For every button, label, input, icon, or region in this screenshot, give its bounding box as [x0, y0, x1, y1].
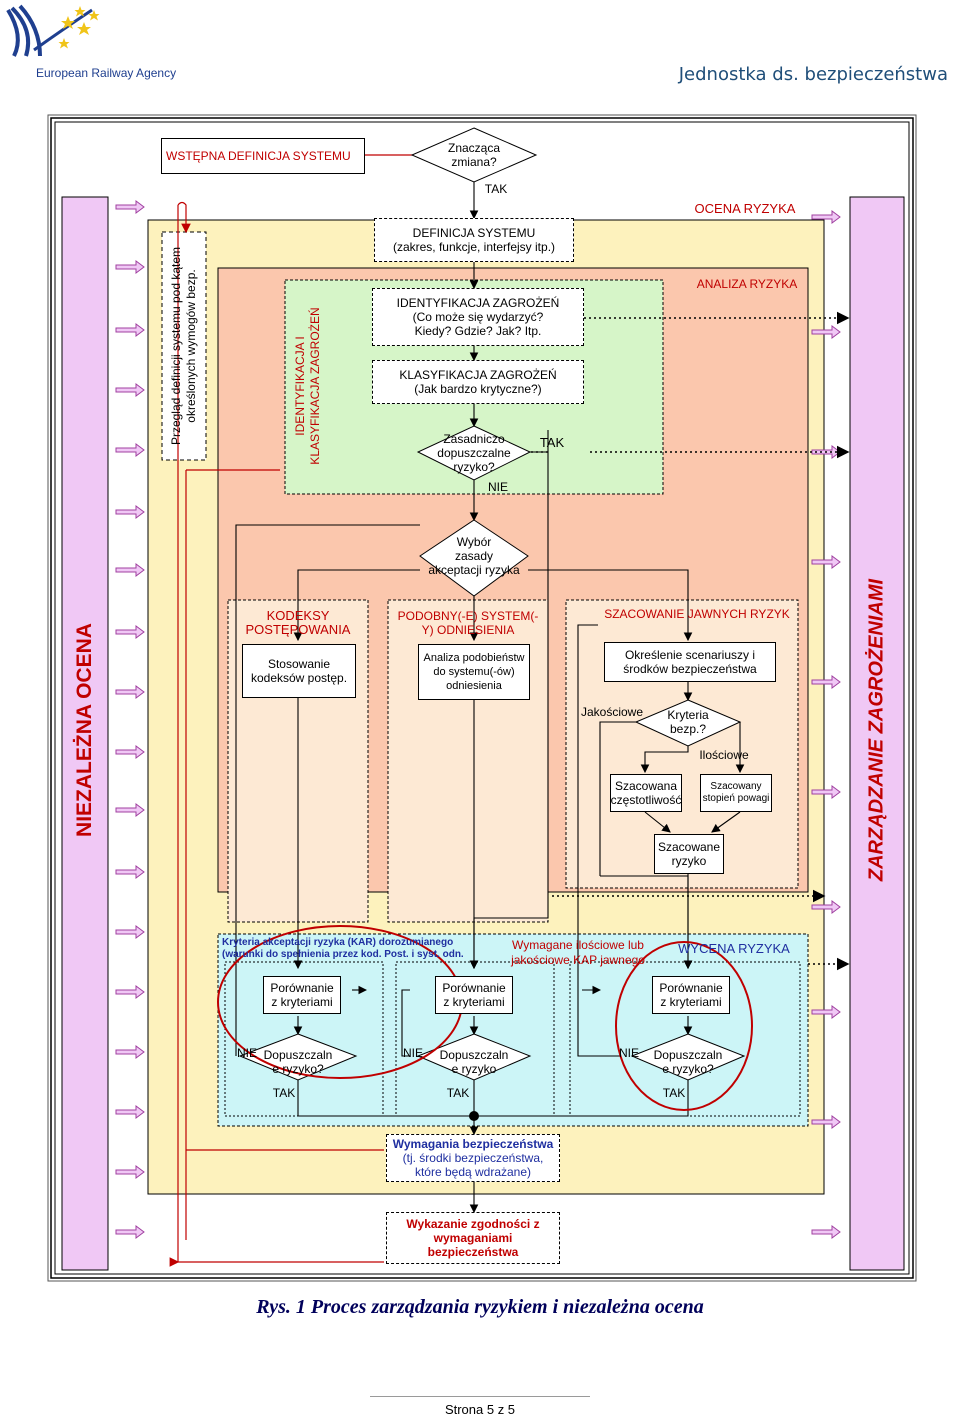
- page-footer: Strona 5 z 5: [444, 1402, 516, 1417]
- significant-change-diamond: [410, 127, 538, 183]
- risk-evaluation-label: WYCENA RYZYKA: [678, 941, 790, 956]
- comparison-box-2: Porównanie z kryteriami: [435, 976, 513, 1014]
- reference-box: Analiza podobieństw do systemu(-ów) odni…: [418, 644, 530, 700]
- hazard-id-vertical: IDENTYFIKACJA I KLASYFIKACJA ZAGROŻEŃ: [293, 307, 322, 465]
- figure-caption: Rys. 1 Proces zarządzania ryzykiem i nie…: [256, 1296, 704, 1318]
- principle-choice-label: Wybór zasady akceptacji ryzyka: [428, 535, 520, 577]
- compliance-box: Wykazanie zgodności z wymaganiami bezpie…: [386, 1212, 560, 1264]
- hazard-identification-title: IDENTYFIKACJA ZAGROŻEŃ: [396, 296, 560, 310]
- acceptable-label-1: Dopuszczaln e ryzyko?: [263, 1048, 333, 1076]
- independent-assessment-pillar: [61, 196, 109, 1271]
- footer-rule: [370, 1396, 590, 1397]
- org-name: European Railway Agency: [36, 66, 177, 80]
- hazard-identification-detail: (Co może się wydarzyć? Kiedy? Gdzie? Jak…: [412, 310, 544, 338]
- quantitative-label: Ilościowe: [699, 748, 749, 762]
- independent-assessment-label: NIEZALEŻNA OCENA: [73, 623, 96, 837]
- significant-change-label: Znacząca zmiana?: [447, 141, 501, 169]
- review-text: Przegląd definicji systemu pod kątem okr…: [169, 246, 198, 446]
- hazard-management-label: ZARZĄDZANIE ZAGROŻENIAMI: [865, 578, 888, 882]
- page-label: Jednostka ds. bezpieczeństwa: [678, 64, 948, 85]
- review-box: [161, 231, 207, 461]
- principle-choice-diamond: [419, 519, 529, 597]
- hazard-identification-box: IDENTYFIKACJA ZAGROŻEŃ (Co może się wyda…: [372, 288, 584, 346]
- estimated-severity-box: Szacowany stopień powagi: [700, 774, 772, 812]
- acceptable-diamond-3: [630, 1033, 746, 1081]
- explicit-box: Określenie scenariuszy i środków bezpiec…: [604, 642, 776, 682]
- estimated-frequency-box: Szacowana częstotliwość: [610, 774, 682, 812]
- comparison-box-3: Porównanie z kryteriami: [652, 976, 730, 1014]
- broadly-acceptable-label: Zasadniczo dopuszczalne ryzyko?: [437, 432, 511, 474]
- acceptable-label-2: Dopuszczaln e ryzyko: [439, 1048, 509, 1076]
- system-definition-detail: (zakres, funkcje, interfejsy itp.): [392, 240, 556, 254]
- hazard-management-pillar: [849, 196, 905, 1271]
- acceptable-label-3: Dopuszczaln e ryzyko?: [653, 1048, 723, 1076]
- reference-title: PODOBNY(-E) SYSTEM(- Y) ODNIESIENIA: [397, 609, 539, 637]
- codes-box: Stosowanie kodeksów postęp.: [242, 644, 356, 698]
- nie-2: NIE: [236, 1046, 257, 1060]
- system-definition-title: DEFINICJA SYSTEMU: [412, 226, 536, 240]
- kap-highlight: [615, 941, 753, 1111]
- risk-assessment-label: OCENA RYZYKA: [694, 201, 796, 216]
- nie-4: NIE: [618, 1046, 639, 1060]
- safety-requirements-detail: (tj. środki bezpieczeństwa, które będą w…: [402, 1151, 544, 1179]
- explicit-title: SZACOWANIE JAWNYCH RYZYK: [604, 607, 790, 621]
- hazard-classification-detail: (Jak bardzo krytyczne?): [414, 382, 542, 396]
- required-rac-label: Wymagane ilościowe lub jakościowe KAP ja…: [511, 938, 645, 967]
- hazard-classification-box: KLASYFIKACJA ZAGROŻEŃ (Jak bardzo krytyc…: [372, 360, 584, 404]
- era-logo: [6, 4, 100, 57]
- system-definition-box: DEFINICJA SYSTEMU (zakres, funkcje, inte…: [374, 218, 574, 262]
- broadly-acceptable-diamond: [416, 425, 532, 481]
- estimated-risk-box: Szacowane ryzyko: [654, 834, 724, 874]
- rac-criteria-label: Kryteria akceptacji ryzyka (KAR) dorozum…: [222, 937, 464, 960]
- system-definition-initial: WSTĘPNA DEFINICJA SYSTEMU: [161, 138, 365, 174]
- nie-3: NIE: [402, 1046, 423, 1060]
- acceptable-diamond-1: [238, 1033, 358, 1081]
- tak-2: TAK: [539, 435, 565, 450]
- tak-3: TAK: [272, 1086, 296, 1100]
- comparison-box-1: Porównanie z kryteriami: [263, 976, 341, 1014]
- tak-4: TAK: [446, 1086, 470, 1100]
- codes-title: KODEKSY POSTĘPOWANIA: [245, 608, 351, 637]
- safety-criteria-label: Kryteria bezp.?: [667, 708, 709, 736]
- tak-1: TAK: [484, 182, 508, 196]
- tak-5: TAK: [662, 1086, 686, 1100]
- risk-evaluation-frame: [217, 933, 809, 1127]
- safety-requirements-box: Wymagania bezpieczeństwa (tj. środki bez…: [386, 1134, 560, 1182]
- safety-criteria-diamond: [634, 699, 742, 747]
- risk-analysis-label: ANALIZA RYZYKA: [696, 277, 798, 291]
- nie-1: NIE: [487, 480, 508, 494]
- hazard-classification-title: KLASYFIKACJA ZAGROŻEŃ: [399, 368, 557, 382]
- safety-requirements-title: Wymagania bezpieczeństwa: [392, 1137, 554, 1151]
- qualitative-label: Jakościowe: [580, 705, 644, 719]
